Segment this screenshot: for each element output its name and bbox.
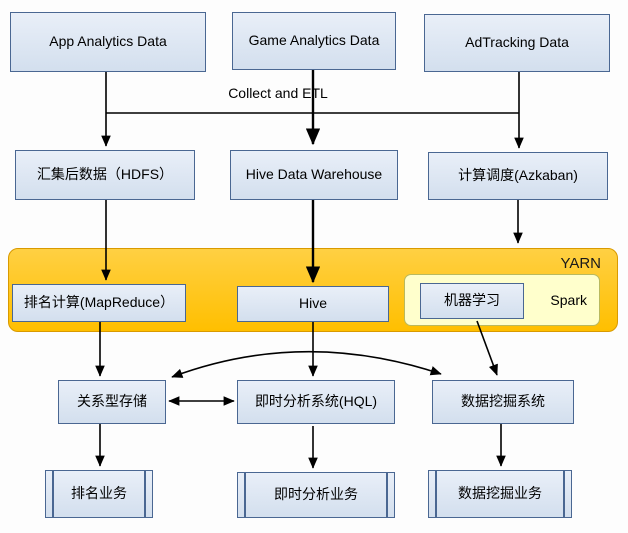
- node-ml-label: 机器学习: [444, 292, 500, 309]
- node-instant-analysis-business: 即时分析业务: [237, 472, 395, 518]
- node-data-mining-business: 数据挖掘业务: [428, 470, 572, 518]
- node-machine-learning: 机器学习: [420, 283, 524, 319]
- node-instantbiz-label: 即时分析业务: [274, 486, 358, 503]
- node-adtracking-data: AdTracking Data: [424, 14, 610, 72]
- connector-relstorage-miningsys-arc: [171, 350, 442, 378]
- node-miningsys-label: 数据挖掘系统: [461, 393, 545, 410]
- collect-etl-label: Collect and ETL: [228, 85, 328, 101]
- node-hive-label: Hive: [298, 295, 327, 312]
- node-relstorage-label: 关系型存储: [77, 393, 147, 410]
- yarn-label: YARN: [560, 255, 601, 272]
- spark-label: Spark: [550, 292, 587, 308]
- node-hql-system: 即时分析系统(HQL): [237, 380, 395, 424]
- node-hdfs: 汇集后数据（HDFS）: [15, 150, 195, 200]
- node-game-analytics-label: Game Analytics Data: [248, 32, 380, 49]
- node-adtracking-label: AdTracking Data: [465, 34, 569, 51]
- node-app-analytics-data: App Analytics Data: [10, 12, 206, 72]
- node-hive-dw-label: Hive Data Warehouse: [245, 166, 383, 183]
- node-ranking-business: 排名业务: [45, 470, 153, 518]
- node-mapreduce: 排名计算(MapReduce）: [12, 284, 186, 322]
- node-data-mining-system: 数据挖掘系统: [432, 380, 574, 424]
- node-miningbiz-label: 数据挖掘业务: [458, 485, 542, 502]
- node-mapreduce-label: 排名计算(MapReduce）: [23, 294, 175, 311]
- node-rankingbiz-label: 排名业务: [71, 485, 127, 502]
- node-azkaban-label: 计算调度(Azkaban): [458, 167, 578, 184]
- node-hdfs-label: 汇集后数据（HDFS）: [36, 166, 174, 183]
- node-hive: Hive: [237, 286, 389, 322]
- node-hive-data-warehouse: Hive Data Warehouse: [230, 150, 398, 200]
- node-game-analytics-data: Game Analytics Data: [232, 12, 396, 70]
- node-azkaban: 计算调度(Azkaban): [428, 152, 608, 200]
- node-hql-label: 即时分析系统(HQL): [254, 393, 378, 410]
- node-relational-storage: 关系型存储: [58, 380, 166, 424]
- node-app-analytics-label: App Analytics Data: [49, 33, 167, 50]
